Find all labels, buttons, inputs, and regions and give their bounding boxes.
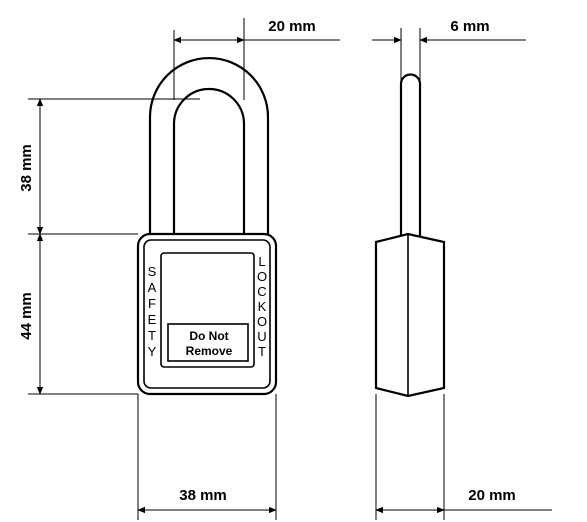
lockout-letter: U (257, 329, 266, 344)
lockout-letter: C (257, 284, 266, 299)
lock-body-side (374, 232, 446, 398)
shackle-side (399, 73, 422, 236)
dimension-shackle-height: 38 mm (18, 98, 200, 235)
lockout-letter: K (258, 299, 267, 314)
lockout-letter: O (257, 269, 267, 284)
dimension-shackle-width: 20 mm (173, 18, 340, 100)
dimension-body-height: 44 mm (18, 233, 138, 395)
shackle-outer (148, 56, 270, 234)
lockout-text: L O C K O U T (257, 254, 267, 359)
dimension-body-width: 38 mm (137, 394, 277, 520)
side-view: 6 mm 20 mm (372, 18, 552, 520)
label-window (160, 252, 255, 368)
lockout-letter: L (258, 254, 265, 269)
front-view: Do Not Remove S A F E T Y L O C K O U T … (18, 18, 340, 520)
label-line-1: Do Not (189, 329, 228, 343)
safety-letter: Y (148, 344, 157, 359)
body-height-label: 44 mm (18, 292, 35, 340)
shackle-height-label: 38 mm (18, 144, 35, 192)
safety-letter: F (148, 296, 156, 311)
body-width-label: 38 mm (179, 487, 227, 504)
safety-text: S A F E T Y (148, 264, 157, 359)
lockout-letter: O (257, 314, 267, 329)
lock-body-inner (143, 239, 271, 389)
do-not-remove-label-frame (167, 323, 249, 362)
shackle-width-label: 20 mm (268, 18, 316, 35)
label-line-2: Remove (186, 344, 233, 358)
lock-body-outer (136, 232, 278, 396)
shackle-diameter-label: 6 mm (450, 18, 489, 35)
safety-letter: A (148, 280, 157, 295)
safety-letter: E (148, 312, 157, 327)
lockout-letter: T (258, 344, 266, 359)
shackle-inner (172, 87, 246, 234)
dimension-body-depth: 20 mm (375, 394, 552, 520)
dimension-shackle-diameter: 6 mm (372, 18, 526, 80)
safety-letter: S (148, 264, 157, 279)
body-depth-label: 20 mm (468, 487, 516, 504)
safety-letter: T (148, 328, 156, 343)
